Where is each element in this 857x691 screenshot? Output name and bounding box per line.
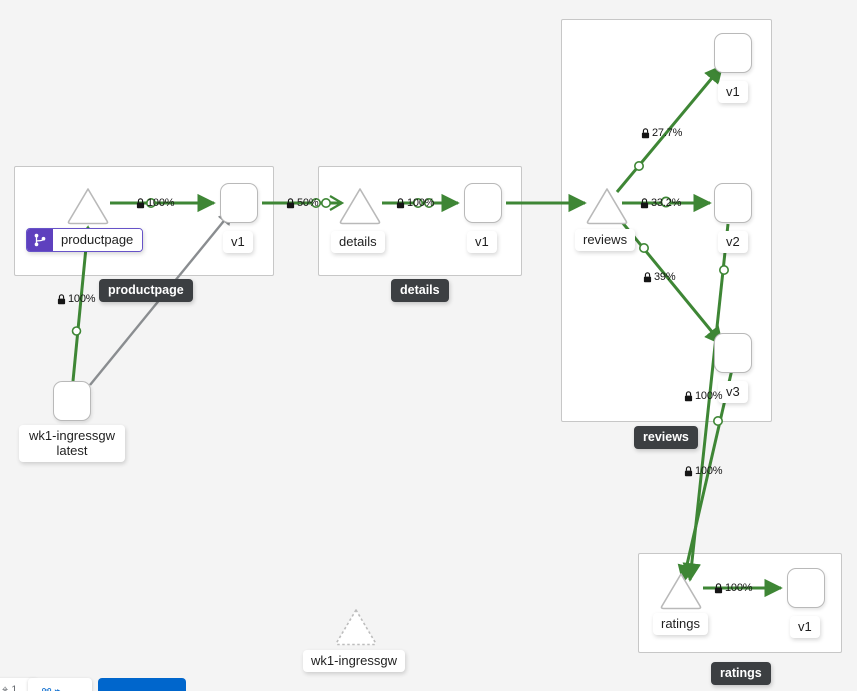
group-label-text: details: [400, 283, 440, 297]
edge-label-text: 100%: [147, 197, 175, 209]
toolbar-chip-legend[interactable]: [28, 678, 92, 691]
node-wl-reviews-v1[interactable]: [714, 33, 752, 73]
group-label-details[interactable]: details: [391, 279, 449, 302]
node-wl-details-v1[interactable]: [464, 183, 502, 223]
node-label-line2: latest: [56, 443, 88, 458]
node-ghost-wk1-ingressgw[interactable]: [333, 606, 379, 648]
node-label-text: v1: [475, 234, 489, 249]
node-label-wk1-ingressgw[interactable]: wk1-ingressgw latest: [19, 425, 125, 462]
traffic-dot: [71, 326, 82, 336]
node-svc-productpage[interactable]: [66, 186, 110, 226]
edge-label-reviews-v3-to-ratings-upper: 100%: [684, 390, 723, 402]
node-label-reviews-v3[interactable]: v3: [718, 381, 748, 403]
node-label-text: wk1-ingressgw: [311, 653, 397, 668]
node-label-text: reviews: [583, 232, 628, 247]
mtls-lock-icon: [136, 197, 145, 209]
mtls-lock-icon: [57, 293, 66, 305]
edge-label-details-to-v1: 100%: [396, 197, 435, 209]
node-svc-details[interactable]: [338, 186, 382, 226]
node-label-reviews-v2[interactable]: v2: [718, 231, 748, 253]
group-label-text: ratings: [720, 666, 762, 680]
node-wl-reviews-v2[interactable]: [714, 183, 752, 223]
node-label-ghost-wk1-ingressgw[interactable]: wk1-ingressgw: [303, 650, 405, 672]
node-label-ratings-v1[interactable]: v1: [790, 616, 820, 638]
edge-label-ingressgw-to-productpage: 100%: [57, 293, 96, 305]
virtual-service-icon: [27, 229, 53, 251]
edge-label-reviews-to-v1: 27.7%: [641, 127, 682, 139]
group-label-ratings[interactable]: ratings: [711, 662, 771, 685]
edge-label-ratings-to-v1: 100%: [714, 582, 753, 594]
edge-label-text: 50%: [297, 197, 319, 209]
mtls-lock-icon: [640, 197, 649, 209]
node-wl-productpage-v1[interactable]: [220, 183, 258, 223]
node-wk1-ingressgw[interactable]: [53, 381, 91, 421]
edge-label-text: 100%: [725, 582, 753, 594]
mtls-lock-icon: [684, 465, 693, 477]
mtls-lock-icon: [714, 582, 723, 594]
edge-label-text: 100%: [695, 465, 723, 477]
node-label-text: v3: [726, 384, 740, 399]
group-label-text: productpage: [108, 283, 184, 297]
edge-label-text: 33.2%: [651, 197, 682, 209]
edge-label-productpage-v1-to-details: 50%: [286, 197, 319, 209]
node-label-text: v2: [726, 234, 740, 249]
mtls-lock-icon: [684, 390, 693, 402]
edge-label-text: 100%: [68, 293, 96, 305]
edge-label-reviews-to-v2: 33.2%: [640, 197, 681, 209]
mtls-lock-icon: [641, 127, 650, 139]
node-label-reviews-v1[interactable]: v1: [718, 81, 748, 103]
toolbar-legend-icon: ⚯ ⌁: [42, 685, 61, 691]
node-label-ratings[interactable]: ratings: [653, 613, 709, 635]
node-label-productpage[interactable]: productpage: [26, 228, 144, 252]
node-label-text: productpage: [53, 229, 143, 251]
node-wl-reviews-v3[interactable]: [714, 333, 752, 373]
mtls-lock-icon: [396, 197, 405, 209]
edge-label-text: 100%: [695, 390, 723, 402]
node-label-details[interactable]: details: [331, 231, 385, 253]
node-svc-reviews[interactable]: [585, 186, 629, 226]
node-label-details-v1[interactable]: v1: [467, 231, 497, 253]
edge-label-text: 27.7%: [652, 127, 683, 139]
node-svc-ratings[interactable]: [659, 571, 703, 611]
edge-label-text: 100%: [407, 197, 435, 209]
node-label-text: details: [339, 234, 377, 249]
node-label-productpage-v1[interactable]: v1: [223, 231, 253, 253]
toolbar-chip-left-icon: ⌖ 1: [2, 684, 18, 691]
toolbar-primary-button[interactable]: [98, 678, 186, 691]
mtls-lock-icon: [286, 197, 295, 209]
node-label-text: v1: [798, 619, 812, 634]
node-label-text: v1: [726, 84, 740, 99]
group-label-text: reviews: [643, 430, 689, 444]
node-wl-ratings-v1[interactable]: [787, 568, 825, 608]
node-label-reviews[interactable]: reviews: [575, 229, 636, 251]
edge-label-reviews-to-v3: 39%: [643, 271, 676, 283]
edge-label-text: 39%: [654, 271, 676, 283]
node-label-line1: wk1-ingressgw: [29, 428, 115, 443]
node-label-text: v1: [231, 234, 245, 249]
group-label-reviews[interactable]: reviews: [634, 426, 698, 449]
node-label-text: ratings: [661, 616, 701, 631]
group-label-productpage[interactable]: productpage: [99, 279, 193, 302]
mtls-lock-icon: [643, 271, 652, 283]
edge-label-productpage-to-v1: 100%: [136, 197, 175, 209]
edge-label-reviews-v2-to-ratings: 100%: [684, 465, 723, 477]
